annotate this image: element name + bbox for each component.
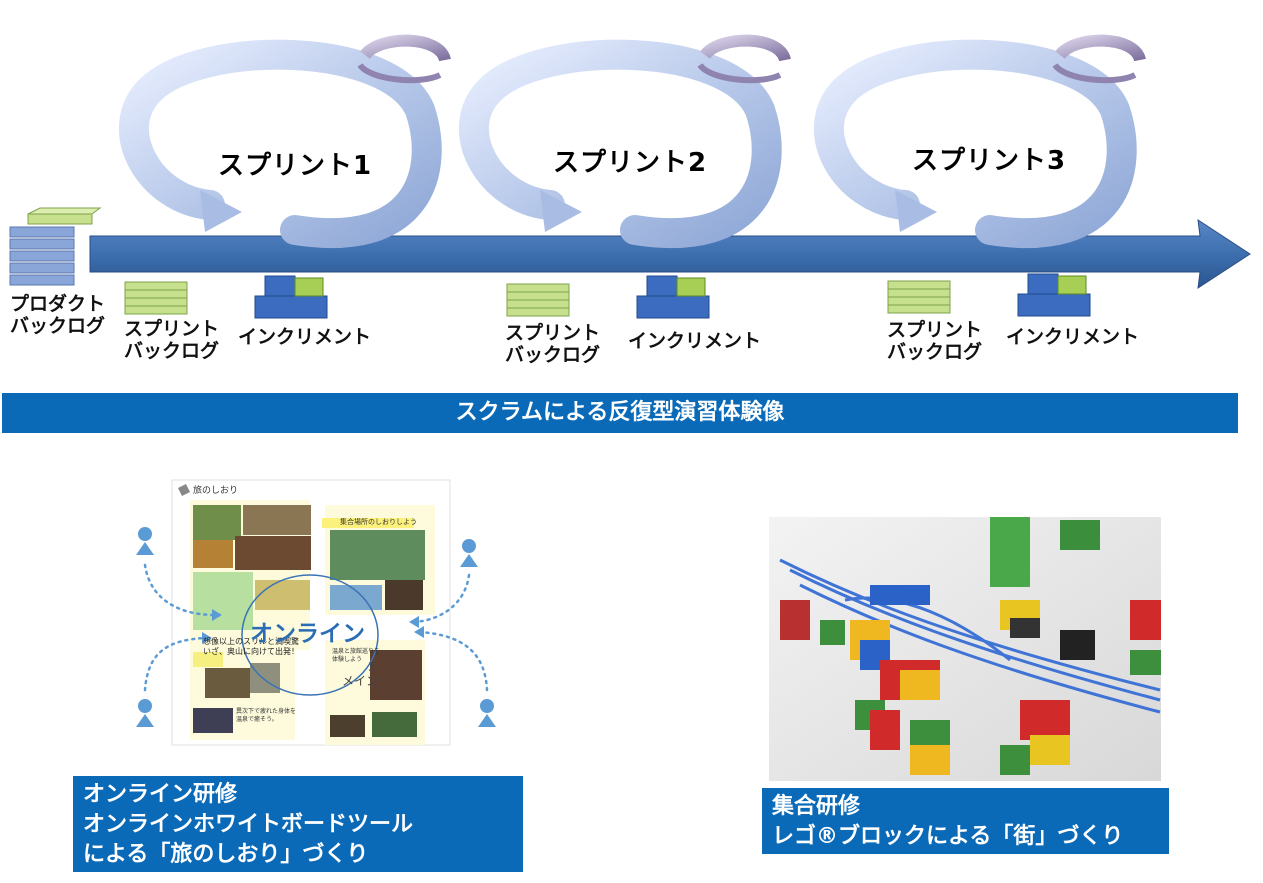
- person-icon-top-left: [136, 527, 154, 555]
- increment-label-1: インクリメント: [238, 326, 372, 348]
- sprint-loop-3: [813, 34, 1146, 249]
- arrow-heads: [202, 609, 424, 644]
- online-overlay-label: オンライン: [250, 621, 365, 647]
- increment-icon-1: [254, 275, 328, 319]
- onsite-caption-line-1: 集合研修: [772, 794, 861, 819]
- online-caption-line-1: オンライン研修: [83, 782, 238, 807]
- board-note-right-main: メイン: [342, 674, 379, 688]
- online-caption-line-3: による「旅のしおり」づくり: [83, 842, 369, 867]
- product-backlog-label: プロダクト バックログ: [10, 293, 106, 337]
- board-note-right: 温泉と旅館巡りを 体験しよう: [332, 648, 381, 663]
- online-caption-line-2: オンラインホワイトボードツール: [83, 812, 414, 837]
- online-caption: オンライン研修 オンラインホワイトボードツール による「旅のしおり」づくり: [73, 776, 523, 872]
- online-whiteboard: [171, 479, 451, 746]
- board-note-right-num: 3: [368, 660, 376, 674]
- sprint-label-1: スプリント1: [218, 151, 373, 181]
- person-icon-bottom-left: [136, 699, 154, 727]
- sprint-loop-1: [118, 34, 451, 249]
- sprint-backlog-icon-3: [887, 280, 951, 314]
- connection-arrows: [143, 563, 489, 692]
- sprint-backlog-label-2: スプリント バックログ: [505, 322, 601, 366]
- sprint-label-2: スプリント2: [553, 148, 708, 178]
- board-note-bottom: 異次下で疲れた身体を 温泉で癒そう。: [236, 708, 297, 723]
- person-icon-top-right: [460, 539, 478, 567]
- board-title: 旅のしおり: [193, 486, 239, 496]
- board-note-mid: 想像以上のスリルと満喫驚 いざ、奥山に向けて出発！: [203, 637, 299, 656]
- increment-label-2: インクリメント: [628, 330, 762, 352]
- sprint-backlog-icon-2: [506, 283, 570, 317]
- increment-icon-3: [1017, 273, 1091, 317]
- sprint-backlog-label-3: スプリント バックログ: [887, 319, 983, 363]
- onsite-caption: 集合研修 レゴ®ブロックによる「街」づくり: [762, 788, 1169, 854]
- increment-icon-2: [636, 275, 710, 319]
- sprint-loop-2: [458, 34, 791, 249]
- increment-label-3: インクリメント: [1006, 326, 1140, 348]
- sprint-backlog-label-1: スプリント バックログ: [124, 318, 220, 362]
- person-icon-bottom-right: [478, 699, 496, 727]
- sprint-backlog-icon-1: [124, 281, 188, 315]
- scrum-banner: スクラムによる反復型演習体験像: [2, 393, 1238, 433]
- sprint-label-3: スプリント3: [912, 146, 1067, 176]
- board-note-top: 集合場所のしおりしよう: [340, 518, 417, 526]
- lego-photo: [769, 517, 1161, 781]
- onsite-caption-line-2: レゴ®ブロックによる「街」づくり: [772, 824, 1124, 849]
- product-backlog-stack-icon: [9, 207, 102, 286]
